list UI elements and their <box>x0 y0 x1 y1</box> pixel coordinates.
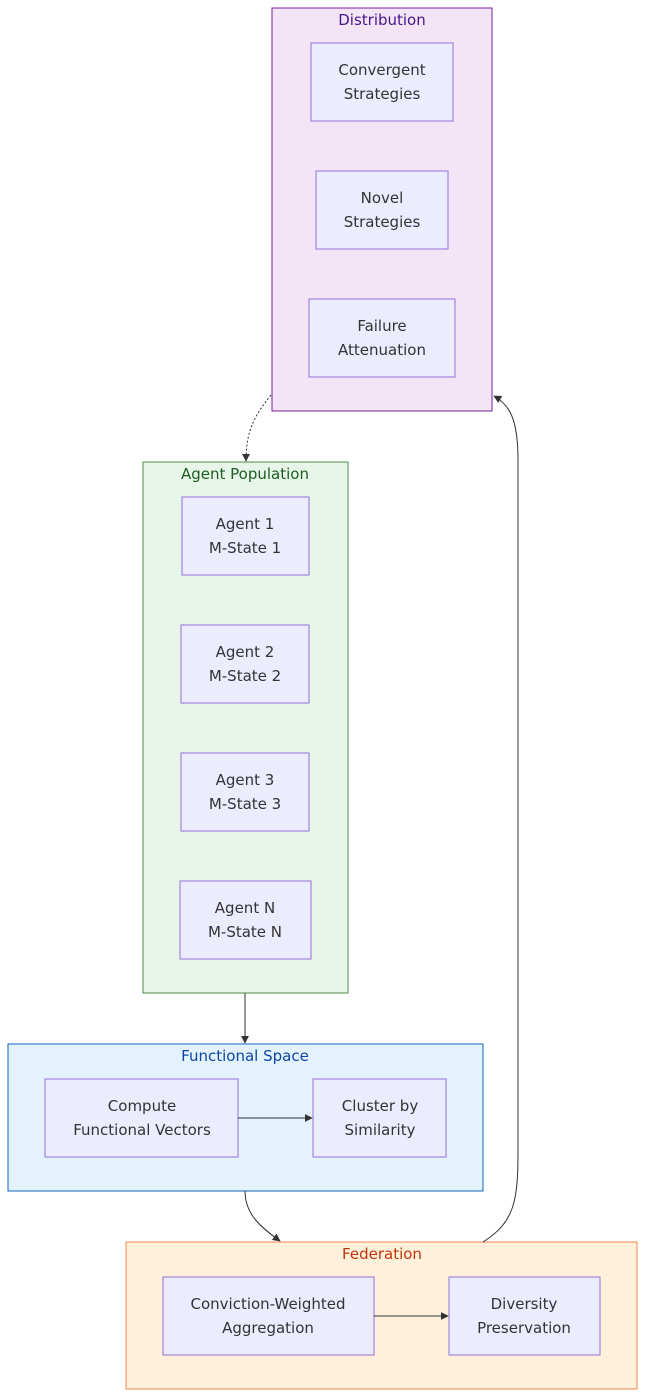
node-agent-2[interactable]: Agent 2 M-State 2 <box>180 624 310 704</box>
node-label-line2: M-State 3 <box>209 795 281 813</box>
node-convergent-strategies[interactable]: Convergent Strategies <box>310 42 454 122</box>
node-box <box>180 752 310 832</box>
node-agent-n[interactable]: Agent N M-State N <box>179 880 312 960</box>
node-cluster-by-similarity[interactable]: Cluster by Similarity <box>312 1078 447 1158</box>
cluster-federation: Federation Conviction-Weighted Aggregati… <box>125 1241 638 1390</box>
cluster-federation-title: Federation <box>342 1245 422 1263</box>
node-label-line2: M-State 1 <box>209 539 281 557</box>
node-novel-strategies[interactable]: Novel Strategies <box>315 170 449 250</box>
node-box <box>180 624 310 704</box>
node-box <box>312 1078 447 1158</box>
node-conviction-weighted-aggregation[interactable]: Conviction-Weighted Aggregation <box>162 1276 375 1356</box>
edges <box>238 394 519 1320</box>
node-label-line1: Agent 3 <box>216 771 275 789</box>
node-label-line1: Conviction-Weighted <box>191 1295 346 1313</box>
edge-federation-to-distribution <box>482 395 519 1243</box>
node-label-line1: Convergent <box>338 61 425 79</box>
node-label-line2: Attenuation <box>338 341 426 359</box>
node-label-line1: Diversity <box>491 1295 558 1313</box>
node-box <box>162 1276 375 1356</box>
node-label-line1: Compute <box>108 1097 176 1115</box>
node-label-line2: Functional Vectors <box>73 1121 211 1139</box>
node-box <box>179 880 312 960</box>
cluster-agent-population: Agent Population Agent 1 M-State 1 Agent… <box>142 461 349 994</box>
node-label-line2: M-State N <box>208 923 282 941</box>
cluster-distribution-title: Distribution <box>338 11 426 29</box>
node-label-line2: Strategies <box>344 213 421 231</box>
node-label-line1: Failure <box>357 317 406 335</box>
node-label-line2: Aggregation <box>222 1319 314 1337</box>
node-label-line1: Agent N <box>215 899 275 917</box>
cluster-functional-space-title: Functional Space <box>181 1047 309 1065</box>
node-label-line2: Preservation <box>477 1319 571 1337</box>
node-box <box>315 170 449 250</box>
node-label-line1: Agent 1 <box>216 515 275 533</box>
node-failure-attenuation[interactable]: Failure Attenuation <box>308 298 456 378</box>
node-box <box>308 298 456 378</box>
node-label-line2: Strategies <box>344 85 421 103</box>
node-box <box>44 1078 239 1158</box>
node-agent-1[interactable]: Agent 1 M-State 1 <box>181 496 310 576</box>
edge-distribution-to-agent-population <box>242 394 272 462</box>
cluster-agent-population-title: Agent Population <box>181 465 309 483</box>
node-compute-functional-vectors[interactable]: Compute Functional Vectors <box>44 1078 239 1158</box>
node-agent-3[interactable]: Agent 3 M-State 3 <box>180 752 310 832</box>
node-label-line2: M-State 2 <box>209 667 281 685</box>
node-box <box>310 42 454 122</box>
node-diversity-preservation[interactable]: Diversity Preservation <box>448 1276 601 1356</box>
node-box <box>181 496 310 576</box>
edge-functional-space-to-federation <box>244 1190 281 1242</box>
cluster-distribution: Distribution Convergent Strategies Novel… <box>271 7 493 412</box>
node-label-line1: Cluster by <box>342 1097 419 1115</box>
node-box <box>448 1276 601 1356</box>
node-label-line2: Similarity <box>345 1121 416 1139</box>
node-label-line1: Agent 2 <box>216 643 275 661</box>
node-label-line1: Novel <box>361 189 404 207</box>
